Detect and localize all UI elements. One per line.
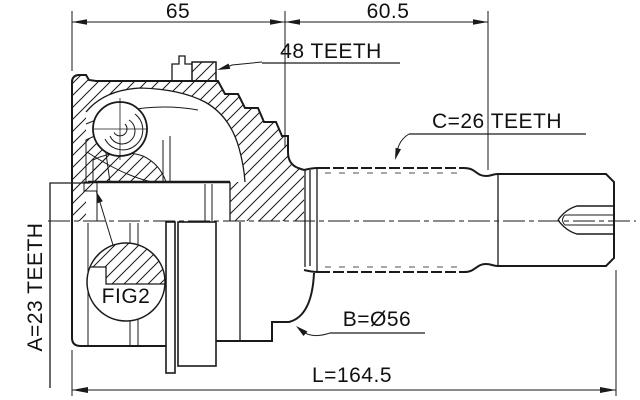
end-slot-taper xyxy=(557,205,614,235)
bell-mouth-arc xyxy=(85,87,246,183)
housing-outline xyxy=(71,74,305,221)
inner-spline-callout-label: A=23 TEETH xyxy=(24,223,47,352)
tone-ring-band-bg xyxy=(178,222,216,366)
fig2-detail-balloon: FIG2 xyxy=(86,191,166,322)
fig2-label: FIG2 xyxy=(102,285,151,308)
arrowhead-left-icon xyxy=(285,19,300,25)
ring-clamp-outline xyxy=(171,55,192,81)
callout-abs-ring: 48 TEETH xyxy=(217,40,400,70)
abs-ring-section xyxy=(171,55,217,82)
callout-inner-spline: A=23 TEETH xyxy=(24,182,90,388)
cv-joint-housing-section xyxy=(71,74,318,272)
snap-ring-detail xyxy=(83,181,98,192)
arrowhead-left-icon xyxy=(72,387,88,393)
leader-arrow-icon xyxy=(96,191,103,204)
dim-65-label: 65 xyxy=(166,0,190,23)
shaft-outline xyxy=(303,167,615,273)
callout-body-diameter: B=Ø56 xyxy=(296,308,425,337)
tone-ring-flange xyxy=(165,221,176,374)
abs-ring-callout-label: 48 TEETH xyxy=(280,40,382,63)
callout-underline-leader xyxy=(49,182,90,388)
leader-arrow-icon xyxy=(395,147,401,160)
arrowhead-right-icon xyxy=(600,387,616,393)
abs-ring-block xyxy=(191,61,217,82)
end-slot-inner xyxy=(562,214,614,226)
magnified-groove-edge xyxy=(87,266,165,285)
ball-shading-arc xyxy=(104,113,144,151)
housing-step-outline xyxy=(216,272,315,342)
balloon-detail-content xyxy=(87,243,165,285)
callout-outer-spline: C=26 TEETH xyxy=(395,110,586,160)
leader-arrow-icon xyxy=(217,63,231,70)
output-shaft xyxy=(303,166,615,274)
housing-bottom-outline xyxy=(71,221,166,347)
dimension-overall-length: L=164.5 xyxy=(71,270,617,396)
dimension-65: 65 xyxy=(71,0,286,148)
outer-spline-callout-label: C=26 TEETH xyxy=(432,110,562,133)
magnified-snap-ring xyxy=(87,243,165,284)
overall-length-label: L=164.5 xyxy=(312,364,392,387)
dim-60-5-label: 60.5 xyxy=(367,0,410,23)
body-diameter-callout-label: B=Ø56 xyxy=(343,308,411,331)
leader-arrow-icon xyxy=(296,326,308,336)
dimension-60-5: 60.5 xyxy=(285,0,489,170)
abs-tone-ring-teeth xyxy=(177,221,217,367)
ball-shading-arc xyxy=(109,119,136,145)
arrowhead-right-icon xyxy=(473,19,488,25)
leader-line xyxy=(98,198,114,246)
arrowhead-left-icon xyxy=(72,19,87,25)
ball-shading-arc xyxy=(113,123,128,137)
arrowhead-right-icon xyxy=(270,19,285,25)
